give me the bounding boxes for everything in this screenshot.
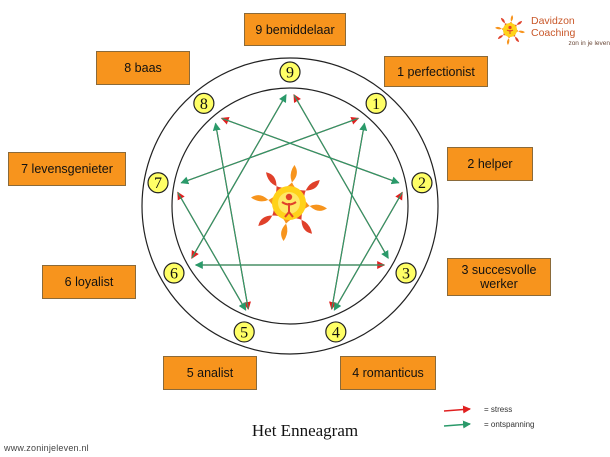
number-circle-9: 9 (279, 61, 301, 83)
relax-arrow-2-to-4 (333, 192, 403, 311)
type-box-3: 3 succesvolle werker (447, 258, 551, 296)
relax-arrow-4-to-1 (331, 122, 368, 310)
number-label-9: 9 (286, 65, 294, 82)
type-box-6: 6 loyalist (42, 265, 136, 299)
number-circle-1: 1 (365, 92, 387, 114)
relax-arrow-7-to-5 (177, 192, 247, 311)
relax-arrow-9-to-3 (293, 94, 389, 259)
sun-logo-icon (251, 165, 327, 241)
logo-tagline: zon in je leven (568, 40, 610, 47)
type-box-8: 8 baas (96, 51, 190, 85)
type-box-5: 5 analist (163, 356, 257, 390)
number-label-7: 7 (154, 175, 162, 192)
legend-stress-label: = stress (484, 405, 513, 414)
type-box-1: 1 perfectionist (384, 56, 488, 87)
type-box-4: 4 romanticus (340, 356, 436, 390)
number-label-2: 2 (418, 175, 426, 192)
inner-circle (171, 87, 409, 325)
relax-arrow-1-to-7 (180, 117, 359, 185)
relax-arrow-5-to-8 (212, 122, 249, 310)
legend-relax-label: = ontspanning (484, 420, 535, 429)
type-box-2: 2 helper (447, 147, 533, 181)
relax-arrow-8-to-2 (221, 117, 400, 185)
number-label-4: 4 (332, 324, 340, 341)
number-circle-6: 6 (163, 262, 185, 284)
number-label-1: 1 (372, 96, 380, 113)
type-box-7: 7 levensgenieter (8, 152, 126, 186)
davidzon-logo-icon (495, 15, 525, 45)
logo-text: Davidzon Coaching zon in je leven (531, 15, 610, 47)
number-circle-2: 2 (411, 172, 433, 194)
number-circle-5: 5 (233, 321, 255, 343)
number-circle-8: 8 (193, 92, 215, 114)
arrow-layer (177, 94, 403, 311)
outer-circle (141, 57, 439, 355)
number-circle-4: 4 (325, 321, 347, 343)
number-circles: 1 2 3 4 5 6 7 8 9 (147, 61, 433, 343)
website-url: www.zoninjeleven.nl (4, 443, 89, 453)
number-label-5: 5 (240, 324, 248, 341)
legend-stress-arrow (443, 405, 471, 414)
number-label-3: 3 (402, 266, 410, 283)
number-label-8: 8 (200, 96, 208, 113)
number-circle-7: 7 (147, 172, 169, 194)
number-label-6: 6 (170, 266, 178, 283)
relax-arrow-6-to-9 (191, 94, 287, 259)
type-box-9: 9 bemiddelaar (244, 13, 346, 46)
number-circle-3: 3 (395, 262, 417, 284)
diagram-title: Het Enneagram (251, 421, 359, 440)
legend-relax-arrow (443, 420, 471, 429)
logo-name: Davidzon Coaching (531, 15, 576, 39)
